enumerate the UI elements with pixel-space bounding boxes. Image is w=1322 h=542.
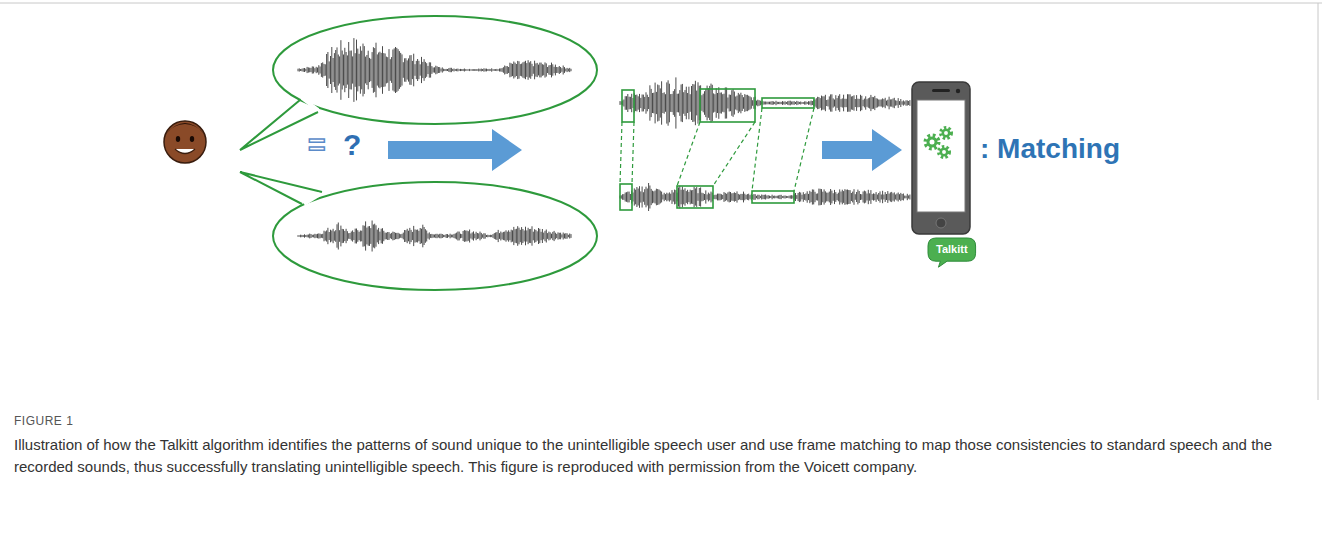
phone-icon: [912, 82, 970, 234]
waveform: [298, 38, 571, 102]
frame-line: [0, 3, 1322, 4]
waveform: [620, 77, 910, 128]
flow-arrow: [388, 129, 522, 171]
illustration: [0, 0, 1322, 410]
figure-caption: Illustration of how the Talkitt algorith…: [14, 434, 1304, 478]
speech-bubble: [240, 172, 322, 204]
question-mark: ?: [343, 128, 361, 162]
speech-bubble: [273, 16, 597, 124]
equals-sign: =: [308, 128, 326, 162]
face-icon: [164, 121, 206, 163]
logo-bubble: Talkitt: [928, 238, 976, 267]
speech-bubble: [240, 100, 318, 150]
matching-frames: [620, 89, 814, 210]
logo-text: Talkitt: [936, 243, 968, 256]
speech-bubble: [273, 182, 597, 290]
gear-icon: [926, 128, 951, 157]
waveform: [298, 221, 571, 252]
frame-match-lines: [620, 108, 814, 191]
figure-number: FIGURE 1: [14, 414, 73, 428]
waveform: [620, 183, 910, 211]
flow-arrow: [822, 129, 902, 171]
speech-bubble-tail-cover: [302, 98, 318, 110]
matching-label: : Matching: [980, 133, 1120, 165]
frame-line: [1318, 3, 1319, 400]
speech-bubble-tail-cover: [304, 194, 320, 204]
bubble-outline: [928, 238, 976, 267]
